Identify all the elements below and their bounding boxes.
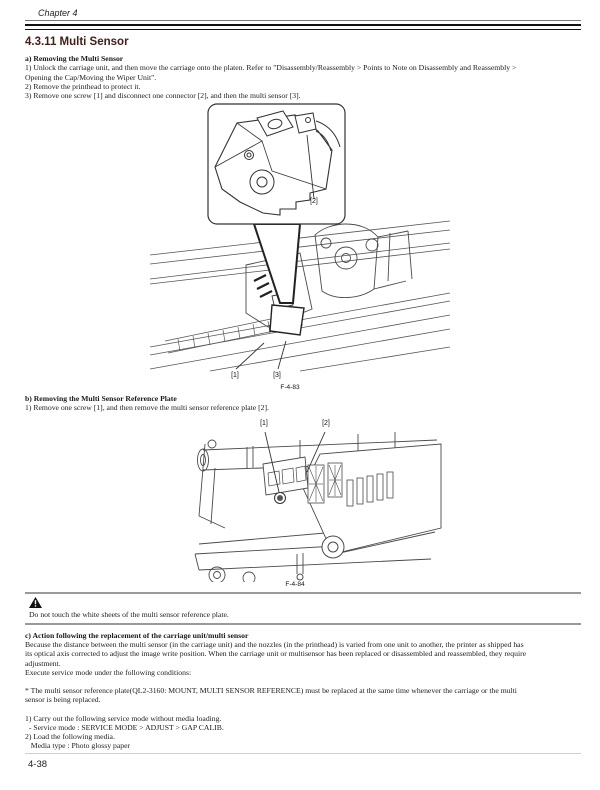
chapter-header: Chapter 4 <box>38 8 78 18</box>
section-b-steps: 1) Remove one screw [1], and then remove… <box>25 403 583 412</box>
text-line: Media type : Photo glossy paper <box>25 741 131 751</box>
section-b-heading: b) Removing the Multi Sensor Reference P… <box>25 394 177 403</box>
figure2-label-2: [2] <box>322 420 330 427</box>
figure1-label-1: [1] <box>231 372 239 379</box>
section-a-heading: a) Removing the Multi Sensor <box>25 54 124 63</box>
text-line <box>25 677 583 686</box>
leader-lines <box>264 432 326 493</box>
text-line: 1) Carry out the following service mode … <box>25 713 222 723</box>
text-line: Execute service mode under the following… <box>25 667 192 677</box>
note-rule-top <box>25 592 581 594</box>
page-number: 4-38 <box>28 759 48 770</box>
header-rule-double <box>25 24 581 30</box>
callout-box <box>269 304 305 336</box>
section-a-steps: 1) Unlock the carriage unit, and then mo… <box>25 63 583 100</box>
leader-lines <box>235 340 287 370</box>
footer-rule <box>25 753 581 754</box>
note-rule-bottom <box>25 623 581 625</box>
section-title: 4.3.11 Multi Sensor <box>25 36 129 48</box>
figure-f-4-84-drawing <box>194 432 442 582</box>
text-line: 1) Remove one screw [1], and then remove… <box>25 403 269 413</box>
section-c: c) Action following the replacement of t… <box>25 631 583 751</box>
printhead-assembly <box>314 223 413 298</box>
text-line: - Service mode : SERVICE MODE > ADJUST >… <box>25 723 224 732</box>
platen-rail-lines <box>150 220 450 372</box>
section-a: a) Removing the Multi Sensor 1) Unlock t… <box>25 54 583 100</box>
text-line: 2) Remove the printhead to protect it. <box>25 81 141 91</box>
text-line: 1) Unlock the carriage unit, and then mo… <box>25 63 517 73</box>
figure-f-4-83-drawing <box>150 103 450 372</box>
inset-detail-box <box>207 103 346 225</box>
text-line: * The multi sensor reference plate(QL2-3… <box>25 686 517 696</box>
note-text: Do not touch the white sheets of the mul… <box>29 610 229 619</box>
header-rule-thin <box>25 20 581 21</box>
section-b: b) Removing the Multi Sensor Reference P… <box>25 394 583 413</box>
figure2-label-1: [1] <box>260 420 268 427</box>
figure-f-4-83: [2] [1] [3] F-4-83 <box>150 103 450 395</box>
section-c-body: Because the distance between the multi s… <box>25 640 583 750</box>
text-line: its optical axis corrected to adjust the… <box>25 649 527 659</box>
callout-funnel <box>252 223 302 304</box>
text-line: 2) Load the following media. <box>25 732 115 742</box>
section-c-heading: c) Action following the replacement of t… <box>25 631 249 640</box>
text-line <box>25 705 583 714</box>
text-line: sensor is being replaced. <box>25 695 101 705</box>
text-line: 3) Remove one screw [1] and disconnect o… <box>25 91 301 101</box>
figure1-caption: F-4-83 <box>280 384 300 391</box>
text-line: Because the distance between the multi s… <box>25 640 524 650</box>
screw-head <box>277 495 283 501</box>
text-line: adjustment. <box>25 658 61 668</box>
warning-triangle-icon <box>29 597 42 609</box>
text-line: Opening the Cap/Moving the Wiper Unit". <box>25 72 157 82</box>
figure1-label-3: [3] <box>273 372 281 379</box>
reference-plate <box>262 443 442 581</box>
figure2-caption: F-4-84 <box>285 581 305 588</box>
figure-f-4-84: [1] [2] <box>185 418 445 594</box>
figure1-label-2: [2] <box>310 198 318 205</box>
